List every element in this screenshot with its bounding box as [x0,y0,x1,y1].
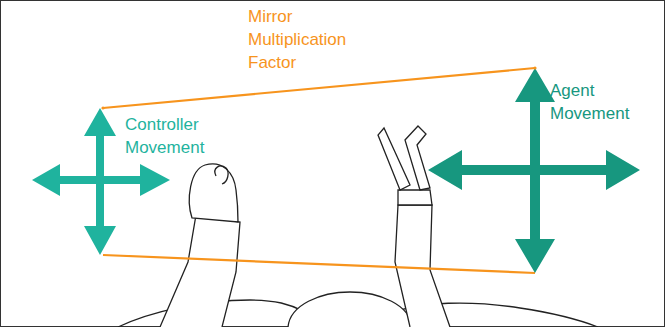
gripper-wrist [398,190,432,205]
gripper-finger [378,128,410,190]
agent-cross [428,68,640,273]
controller-label: Controller Movement [125,113,217,159]
line-end [101,106,104,109]
scale-line [103,255,535,273]
scale-line [103,68,535,108]
vertical-arrow [515,68,555,273]
head [288,292,412,327]
gripper-finger [405,126,430,190]
left-arm [160,215,240,327]
vertical-arrow [84,108,116,255]
factor-label: Mirror Multiplication Factor [248,5,366,74]
left-thumb [215,166,228,184]
agent-label: Agent Movement [550,79,645,125]
left-hand [189,164,238,222]
line-end [533,66,536,69]
right-arm [395,205,450,327]
